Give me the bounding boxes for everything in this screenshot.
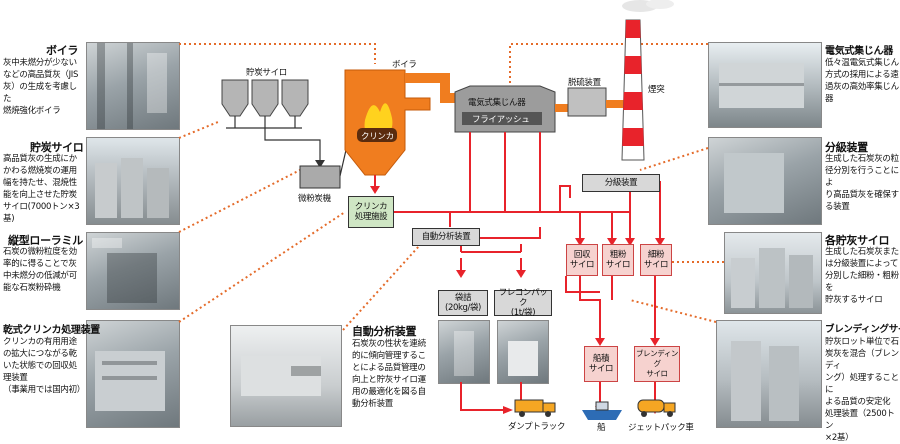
leader-clinker bbox=[178, 211, 346, 323]
auto-analyzer-desc: 石炭灰の性状を連続的に傾向管理するこ とによる品質管理の向上と貯灰サイロ運 用の… bbox=[352, 339, 426, 409]
roller-mill-desc: 石炭の微粉粒度を効率的に得ることで灰 中未燃分の低減が可能な石炭粉砕機 bbox=[3, 247, 77, 293]
leader-coal-silo bbox=[178, 121, 219, 139]
leader-boiler bbox=[179, 43, 376, 64]
esp-title: 電気式集じん器 bbox=[825, 46, 893, 57]
desulf-shape bbox=[567, 87, 607, 117]
stack-label: 煙突 bbox=[648, 85, 665, 95]
boiler-title: ボイラ bbox=[46, 44, 79, 57]
flecon-box: フレコンパック(1t/袋) bbox=[494, 288, 552, 318]
ship-silo-box: 船積サイロ bbox=[584, 346, 618, 382]
stack-shape bbox=[621, 0, 674, 161]
boiler-photo bbox=[86, 42, 180, 130]
classifier-title: 分級装置 bbox=[825, 141, 868, 154]
mill-label: 微粉炭機 bbox=[298, 194, 331, 204]
dump-truck-shape bbox=[514, 399, 556, 417]
boiler-label: ボイラ bbox=[392, 60, 417, 70]
roller-mill-title: 縦型ローラミル bbox=[8, 234, 83, 247]
auto-analyzer-box: 自動分析装置 bbox=[412, 228, 480, 246]
leader-blending bbox=[629, 299, 717, 323]
clinker-facility-box: クリンカ処理施設 bbox=[348, 196, 394, 228]
coal-silos-shape bbox=[221, 79, 309, 117]
clinker-label: クリンカ bbox=[361, 132, 394, 142]
clinker-device-photo bbox=[86, 320, 180, 428]
leader-analyzer bbox=[342, 244, 421, 331]
ship-label: 船 bbox=[597, 423, 606, 433]
jet-pack-label: ジェットパック車 bbox=[628, 423, 694, 433]
jet-pack-shape bbox=[637, 399, 676, 417]
fine-silo-box: 細粉サイロ bbox=[640, 244, 672, 276]
bag-box: 袋詰(20kg/袋) bbox=[438, 290, 488, 316]
classifier-box: 分級装置 bbox=[582, 174, 660, 192]
process-flow-diagram bbox=[178, 0, 724, 420]
coal-silo-title: 貯炭サイロ bbox=[30, 141, 84, 154]
desulf-label: 脱硫装置 bbox=[568, 78, 601, 88]
auto-analyzer-title: 自動分析装置 bbox=[352, 325, 417, 338]
recovery-silo-box: 回収サイロ bbox=[566, 244, 598, 276]
esp-shape bbox=[454, 85, 556, 133]
esp-label: 電気式集じん器 bbox=[468, 98, 526, 108]
coal-silo-label: 貯炭サイロ bbox=[246, 68, 288, 78]
esp-photo bbox=[708, 42, 822, 128]
coal-silo-photo bbox=[86, 137, 180, 225]
coarse-silo-box: 粗粉サイロ bbox=[602, 244, 634, 276]
boiler-desc: 灰中未燃分が少ないなどの高品質灰（JIS 灰）の生成を考慮した燃焼強化ボイラ bbox=[3, 58, 79, 116]
ash-silos-title: 各貯灰サイロ bbox=[825, 234, 890, 247]
fly-ash-label: フライアッシュ bbox=[472, 115, 530, 125]
flow-lines bbox=[374, 132, 661, 411]
clinker-device-title: 乾式クリンカ処理装置 bbox=[3, 325, 100, 336]
roller-mill-photo bbox=[86, 232, 180, 310]
classifier-photo bbox=[708, 137, 822, 225]
ash-silos-desc: 生成した石炭灰または分級装置によって 分別した細粉・粗粉を貯灰するサイロ bbox=[825, 247, 899, 305]
esp-desc: 低々温電気式集じん方式の採用による遠 過灰の高効率集じん器 bbox=[825, 58, 899, 104]
blending-silo-box: ブレンディングサイロ bbox=[634, 346, 680, 382]
flecon-photo bbox=[497, 320, 549, 384]
mill-shape bbox=[299, 165, 341, 189]
bag-photo bbox=[438, 320, 490, 384]
leader-classifier bbox=[639, 147, 709, 171]
leader-esp bbox=[509, 43, 708, 92]
blending-silo-photo bbox=[716, 320, 822, 428]
clinker-label-box bbox=[357, 128, 397, 142]
auto-analyzer-photo bbox=[230, 325, 342, 427]
leader-roller-mill bbox=[178, 169, 301, 233]
clinker-device-desc: クリンカの有用用途の拡大につながる乾 いた状態での回収処理装置 （事業用では国内… bbox=[3, 337, 86, 395]
ash-silos-photo bbox=[724, 232, 822, 314]
dump-truck-label: ダンプトラック bbox=[508, 422, 566, 432]
coal-silo-desc: 高品質灰の生成にかかわる燃焼炭の運用 幅を持たせ、混焼性能を向上させた貯炭 サイ… bbox=[3, 154, 80, 224]
leader-lines bbox=[178, 43, 724, 331]
ship-shape bbox=[582, 401, 622, 420]
classifier-desc: 生成した石炭灰の粒径分別を行うことによ り高品質灰を確保する装置 bbox=[825, 154, 899, 212]
